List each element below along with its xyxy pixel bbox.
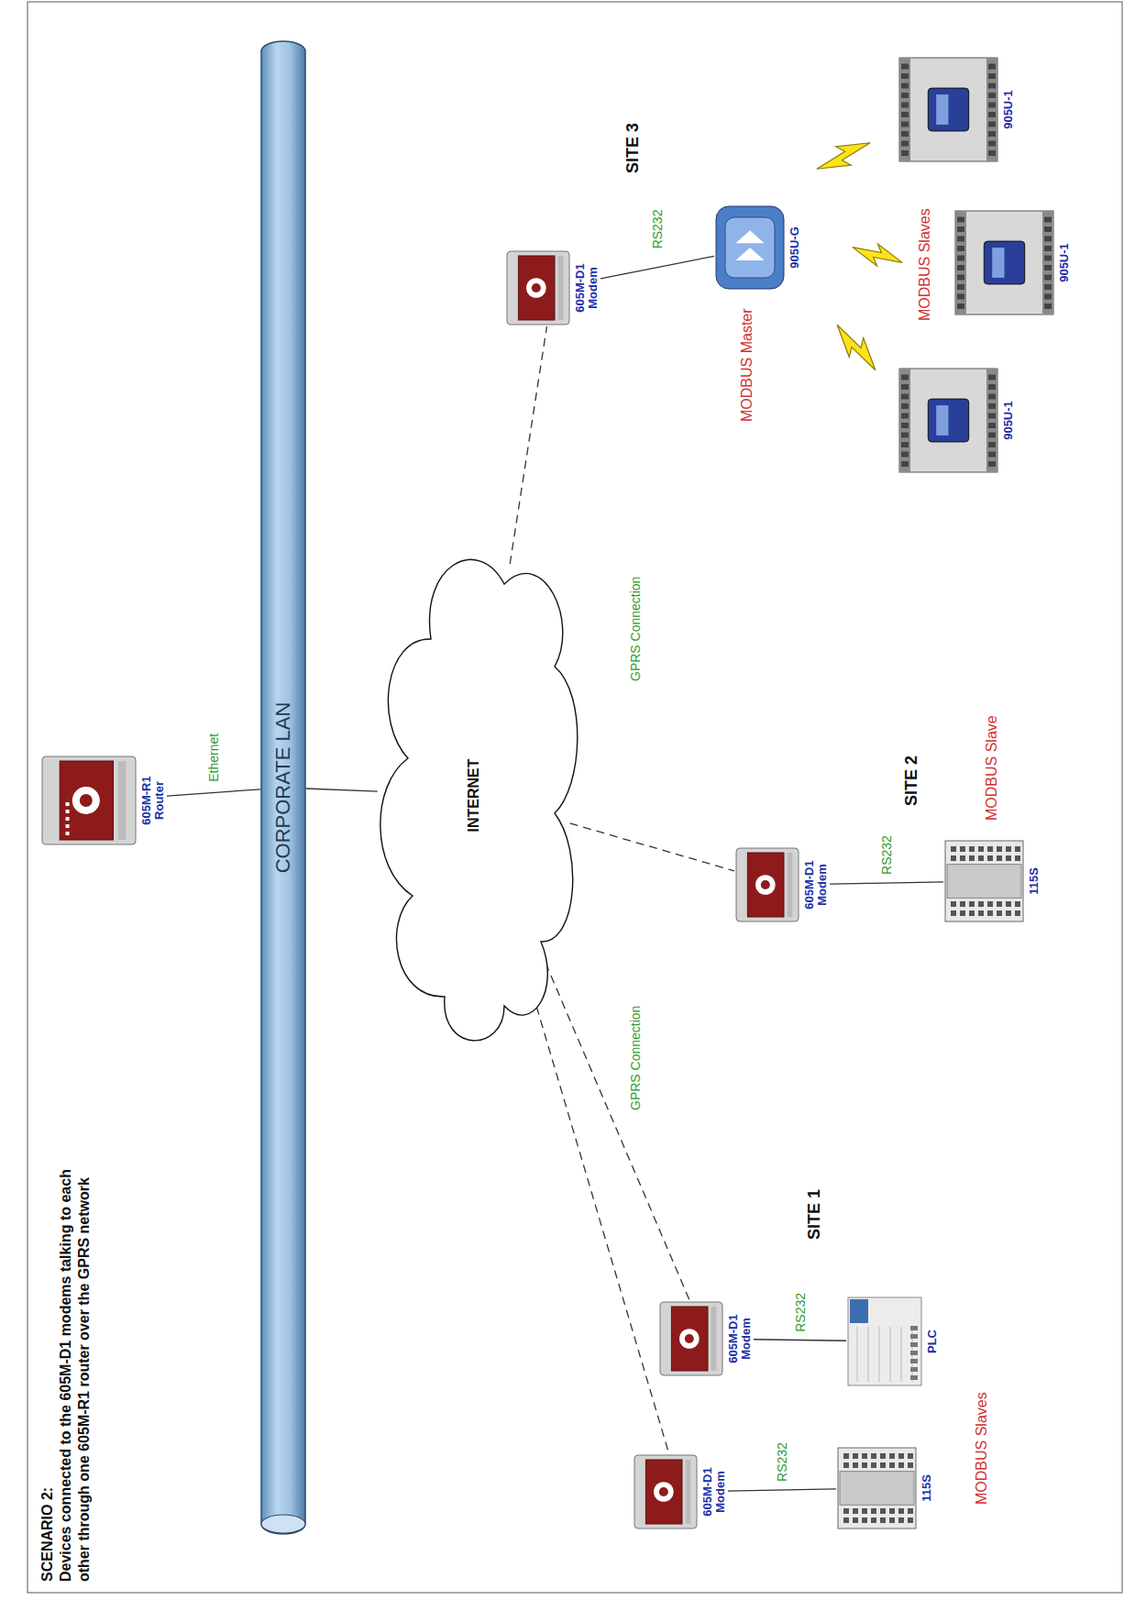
edge-label: RS232	[793, 1290, 808, 1334]
label-holder: MODBUS Slaves	[973, 1391, 991, 1505]
wireless-bolts	[812, 129, 904, 376]
internet-cloud: INTERNET	[366, 529, 582, 1061]
device-node: 605M-D1 Modem	[658, 1300, 754, 1378]
gprs-link	[570, 823, 735, 871]
cloud-label: INTERNET	[465, 759, 483, 833]
label-holder: SITE 2	[902, 755, 922, 806]
edge-label: Ethernet	[206, 731, 221, 784]
role-label: MODBUS Slave	[983, 715, 1000, 821]
device-label: 605M-D1 Modem	[573, 254, 601, 321]
wired-link	[753, 1339, 847, 1341]
device-icon	[714, 204, 786, 291]
device-node: 905U-1	[953, 209, 1071, 317]
device-node: 605M-R1 Router	[40, 754, 167, 847]
edge-label-holder: RS232	[773, 1440, 791, 1484]
edge-label: RS232	[774, 1440, 790, 1484]
device-label: 115S	[1027, 867, 1041, 895]
label-holder: MODBUS Master	[738, 308, 756, 422]
edge-label: RS232	[650, 208, 665, 252]
title-block: SCENARIO 2:Devices connected to the 605M…	[38, 1150, 94, 1582]
device-label: 605M-D1 Modem	[727, 1305, 754, 1372]
role-label: MODBUS Slaves	[973, 1391, 990, 1505]
device-icon	[40, 754, 138, 847]
description-note: Devices connected to the 605M-D1 modems …	[56, 1150, 94, 1582]
device-label: 905U-G	[788, 226, 802, 269]
device-icon	[505, 249, 572, 327]
device-node: 115S	[943, 838, 1041, 924]
device-node: 605M-D1 Modem	[505, 249, 601, 327]
device-label: 115S	[920, 1474, 934, 1502]
wired-link	[306, 788, 378, 792]
edge-label-holder: RS232	[649, 208, 666, 252]
device-label: PLC	[925, 1329, 939, 1354]
label-holder: MODBUS Slave	[983, 715, 1001, 821]
device-label: 605M-R1 Router	[140, 767, 167, 834]
edge-label-holder: Ethernet	[205, 731, 222, 784]
device-icon	[632, 1453, 699, 1531]
device-label: 605M-D1 Modem	[701, 1458, 728, 1525]
device-icon	[897, 55, 1000, 164]
device-label: 905U-1	[1002, 400, 1015, 441]
diagram-title: SCENARIO 2:	[38, 1150, 57, 1582]
edge-label: RS232	[879, 833, 894, 877]
lan-band: CORPORATE LAN	[260, 40, 307, 1535]
device-icon	[953, 209, 1056, 317]
edge-label-holder: RS232	[878, 833, 895, 877]
device-icon	[658, 1300, 725, 1378]
device-node: 605M-D1 Modem	[734, 846, 830, 924]
device-node: 905U-G	[714, 204, 802, 291]
device-node: 905U-1	[897, 366, 1015, 474]
device-label: 605M-D1 Modem	[803, 851, 830, 918]
gprs-link	[532, 993, 670, 1454]
label-holder: SITE 1	[804, 1189, 825, 1240]
site-label: SITE 3	[623, 122, 642, 174]
label-holder: SITE 3	[623, 122, 643, 174]
site-label: SITE 1	[804, 1189, 824, 1240]
lightning-bolt	[850, 241, 905, 270]
device-node: 115S	[836, 1445, 934, 1531]
gprs-link	[509, 326, 547, 564]
link-label: GPRS Connection	[628, 1003, 643, 1113]
edge-label-holder: RS232	[792, 1290, 809, 1334]
wired-link	[600, 255, 715, 278]
gprs-link	[545, 962, 690, 1301]
device-node: 905U-1	[897, 55, 1015, 164]
device-icon	[846, 1295, 924, 1388]
device-node: PLC	[846, 1295, 939, 1388]
wired-link	[727, 1488, 837, 1491]
device-label: 905U-1	[1002, 89, 1015, 130]
link-label: GPRS Connection	[628, 574, 643, 684]
role-label: MODBUS Slaves	[916, 208, 933, 321]
wired-link	[829, 881, 944, 884]
device-node: 605M-D1 Modem	[632, 1453, 728, 1531]
lightning-bolt	[826, 319, 886, 376]
device-icon	[734, 846, 801, 924]
label-holder: MODBUS Slaves	[916, 208, 934, 321]
band-label: CORPORATE LAN	[271, 702, 296, 874]
device-icon	[836, 1445, 918, 1531]
label-holder: GPRS Connection	[627, 1003, 644, 1113]
label-holder: GPRS Connection	[627, 574, 644, 684]
wired-link	[166, 789, 261, 796]
site-label: SITE 2	[902, 755, 921, 806]
role-label: MODBUS Master	[738, 308, 755, 422]
device-icon	[943, 838, 1025, 924]
page-frame	[27, 1, 1123, 1593]
lightning-bolt	[812, 129, 874, 183]
device-label: 905U-1	[1057, 242, 1071, 283]
device-icon	[897, 366, 1000, 474]
